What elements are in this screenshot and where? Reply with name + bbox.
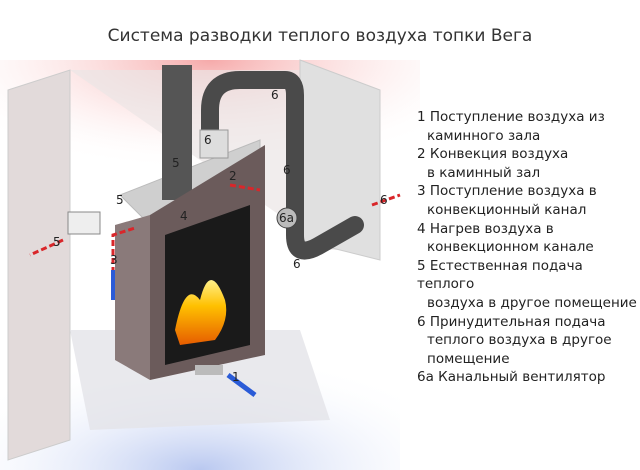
marker-5: 5 [53, 235, 61, 249]
arrow-5-out [29, 238, 64, 257]
marker-5: 5 [116, 193, 124, 207]
vent-grille [67, 211, 101, 235]
marker-6a: 6а [279, 211, 294, 225]
diagram-title: Система разводки теплого воздуха топки В… [107, 26, 533, 46]
left-wall [7, 69, 71, 461]
legend: 1 Поступление воздуха из каминного зала 2… [417, 108, 640, 387]
fire-flame [175, 280, 227, 345]
legend-line: каминного зала [427, 127, 541, 144]
marker-1: 1 [232, 370, 240, 384]
marker-6: 6 [293, 257, 301, 271]
marker-6: 6 [204, 133, 212, 147]
duct-box [199, 129, 229, 159]
legend-line: 2 Конвекция воздуха [417, 146, 569, 163]
legend-line: конвекционном канале [427, 239, 594, 256]
legend-line: 4 Нагрев воздуха в [417, 220, 554, 237]
legend-item: 6а Канальный вентилятор [417, 368, 640, 387]
arrow-6-out [371, 193, 401, 207]
floor-intake [195, 365, 223, 375]
legend-line: 6 Принудительная подача [417, 313, 606, 330]
arrow-2 [229, 183, 261, 192]
marker-3: 3 [110, 253, 118, 267]
legend-item: 6 Принудительная подача теплого воздуха в… [417, 313, 640, 369]
legend-line: помещение [427, 350, 510, 367]
marker-5: 5 [172, 156, 180, 170]
legend-line: теплого воздуха в другое [427, 332, 612, 349]
legend-line: воздуха в другое помещение [427, 294, 637, 311]
chimney-pipe [162, 65, 192, 200]
legend-line: в каминный зал [427, 164, 541, 181]
legend-item: 4 Нагрев воздуха в конвекционном канале [417, 220, 640, 257]
legend-item: 1 Поступление воздуха из каминного зала [417, 108, 640, 145]
fireplace-side [115, 215, 150, 380]
marker-6: 6 [283, 163, 291, 177]
marker-6: 6 [380, 193, 388, 207]
marker-6: 6 [271, 88, 279, 102]
forced-air-duct [201, 71, 364, 260]
legend-line: 1 Поступление воздуха из [417, 109, 605, 125]
legend-line: 5 Естественная подача теплого [417, 257, 583, 293]
marker-4: 4 [180, 209, 188, 223]
legend-line: 3 Поступление воздуха в [417, 183, 597, 200]
legend-line: 6а Канальный вентилятор [417, 369, 606, 386]
arrow-1-intake [226, 372, 257, 398]
marker-2: 2 [229, 169, 237, 183]
legend-line: конвекционный канал [427, 201, 587, 218]
duct-fan-icon [276, 207, 298, 229]
